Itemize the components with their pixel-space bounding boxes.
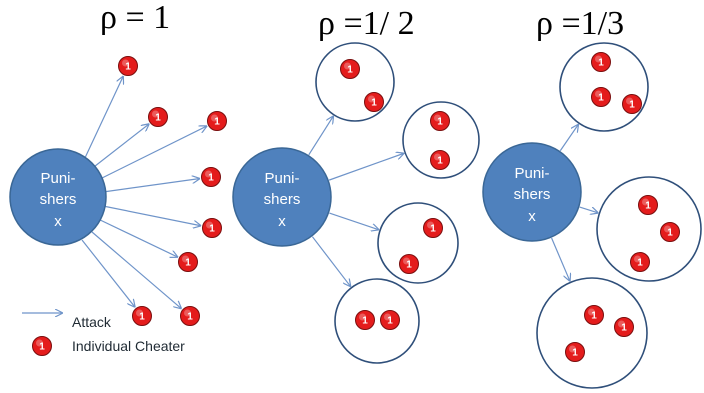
cheater-number: 1: [387, 316, 393, 327]
cheater-number: 1: [347, 65, 353, 76]
attack-arrow: [311, 236, 350, 286]
cheater-icon: 1: [399, 254, 419, 274]
cheater-number: 1: [39, 342, 45, 353]
rho-label-panel-1: ρ = 1: [100, 0, 170, 36]
cheater-group-circle: [596, 176, 702, 282]
cheater-number: 1: [187, 312, 193, 323]
rho-label-panel-3: ρ =1/3: [536, 5, 624, 42]
attack-arrows: [81, 77, 598, 308]
cheater-group-circle: [402, 101, 480, 179]
punishers-hub-panel-3: Puni- shers x: [482, 142, 582, 242]
cheater-number: 1: [437, 117, 443, 128]
cheater-icon: 1: [201, 167, 221, 187]
legend-cheater-icon: 1: [32, 336, 52, 356]
cheater-icon: 1: [355, 310, 375, 330]
cheater-icon: 1: [202, 218, 222, 238]
attack-arrow: [91, 231, 181, 308]
cheater-icon: 1: [591, 87, 611, 107]
hub-label-line-1: Puni-: [264, 170, 299, 187]
attack-arrow: [579, 206, 598, 213]
cheater-icon: 1: [622, 94, 642, 114]
cheater-number: 1: [362, 316, 368, 327]
attack-arrow: [559, 125, 578, 152]
cheater-number: 1: [371, 98, 377, 109]
cheater-group-circle: [334, 278, 420, 364]
cheater-icon: 1: [565, 342, 585, 362]
cheater-number: 1: [155, 113, 161, 124]
hub-label-line-3: x: [278, 213, 286, 230]
cheater-icon: 1: [630, 252, 650, 272]
cheater-number: 1: [125, 62, 131, 73]
cheater-number: 1: [598, 58, 604, 69]
cheater-icon: 1: [118, 56, 138, 76]
cheater-number: 1: [214, 117, 220, 128]
cheater-number: 1: [645, 201, 651, 212]
cheater-icon: 1: [614, 317, 634, 337]
cheater-icon: 1: [430, 111, 450, 131]
cheater-number: 1: [437, 156, 443, 167]
cheater-icon: 1: [638, 195, 658, 215]
cheater-number: 1: [637, 258, 643, 269]
attack-arrow: [83, 77, 123, 161]
cheater-number: 1: [629, 100, 635, 111]
cheater-icon: 1: [180, 306, 200, 326]
attack-arrow: [102, 179, 199, 193]
hub-label-line-2: shers: [514, 186, 551, 203]
attack-arrow: [95, 217, 177, 257]
cheater-icon: 1: [430, 150, 450, 170]
cheater-number: 1: [139, 312, 145, 323]
legend: Attack 1 Individual Cheater: [22, 313, 185, 356]
attack-arrow: [551, 237, 570, 281]
attack-arrow: [81, 239, 135, 307]
cheater-icon: 1: [380, 310, 400, 330]
cheater-icon: 1: [178, 252, 198, 272]
hub-label-line-1: Puni-: [514, 165, 549, 182]
attack-arrow: [308, 117, 333, 156]
cheater-number: 1: [572, 348, 578, 359]
attack-arrow: [97, 126, 206, 181]
attack-arrow: [102, 205, 200, 226]
cheater-number: 1: [406, 260, 412, 271]
punishers-hub-panel-1: Puni- shers x: [9, 148, 107, 246]
cheater-icon: 1: [340, 59, 360, 79]
hub-label-line-3: x: [54, 213, 62, 230]
hub-label-line-2: shers: [40, 191, 77, 208]
hub-label-line-3: x: [528, 208, 536, 225]
legend-attack-label: Attack: [72, 314, 112, 330]
cheater-group-circle: [377, 202, 459, 284]
cheater-icon: 1: [591, 52, 611, 72]
cheater-icon: 1: [584, 305, 604, 325]
cheater-number: 1: [598, 93, 604, 104]
cheater-number: 1: [208, 173, 214, 184]
cheater-number: 1: [209, 224, 215, 235]
cheater-icon: 1: [132, 306, 152, 326]
cheater-group-circle: [315, 42, 395, 122]
attack-arrow: [89, 124, 149, 171]
individual-cheaters: 1 1 1 1 1 1 1 1 1 1 1 1 1 1 1 1 1 1 1 1 1 1 1 1 1: [118, 52, 680, 362]
attack-arrow: [329, 212, 378, 230]
cheater-icon: 1: [423, 218, 443, 238]
cheater-icon: 1: [660, 222, 680, 242]
rho-label-panel-2: ρ =1/ 2: [318, 5, 415, 42]
cheater-icon: 1: [364, 92, 384, 112]
cheater-number: 1: [430, 224, 436, 235]
punishers-hub-panel-2: Puni- shers x: [232, 147, 332, 247]
hub-label-line-1: Puni-: [40, 170, 75, 187]
cheater-number: 1: [667, 228, 673, 239]
legend-cheater-label: Individual Cheater: [72, 338, 185, 354]
cheater-icon: 1: [32, 336, 52, 356]
cheater-number: 1: [591, 311, 597, 322]
cheater-icon: 1: [207, 111, 227, 131]
cheater-group-circle: [536, 277, 648, 389]
hub-label-line-2: shers: [264, 191, 301, 208]
cheater-number: 1: [185, 258, 191, 269]
cheater-number: 1: [621, 323, 627, 334]
attack-arrow: [328, 153, 403, 181]
cheater-icon: 1: [148, 107, 168, 127]
